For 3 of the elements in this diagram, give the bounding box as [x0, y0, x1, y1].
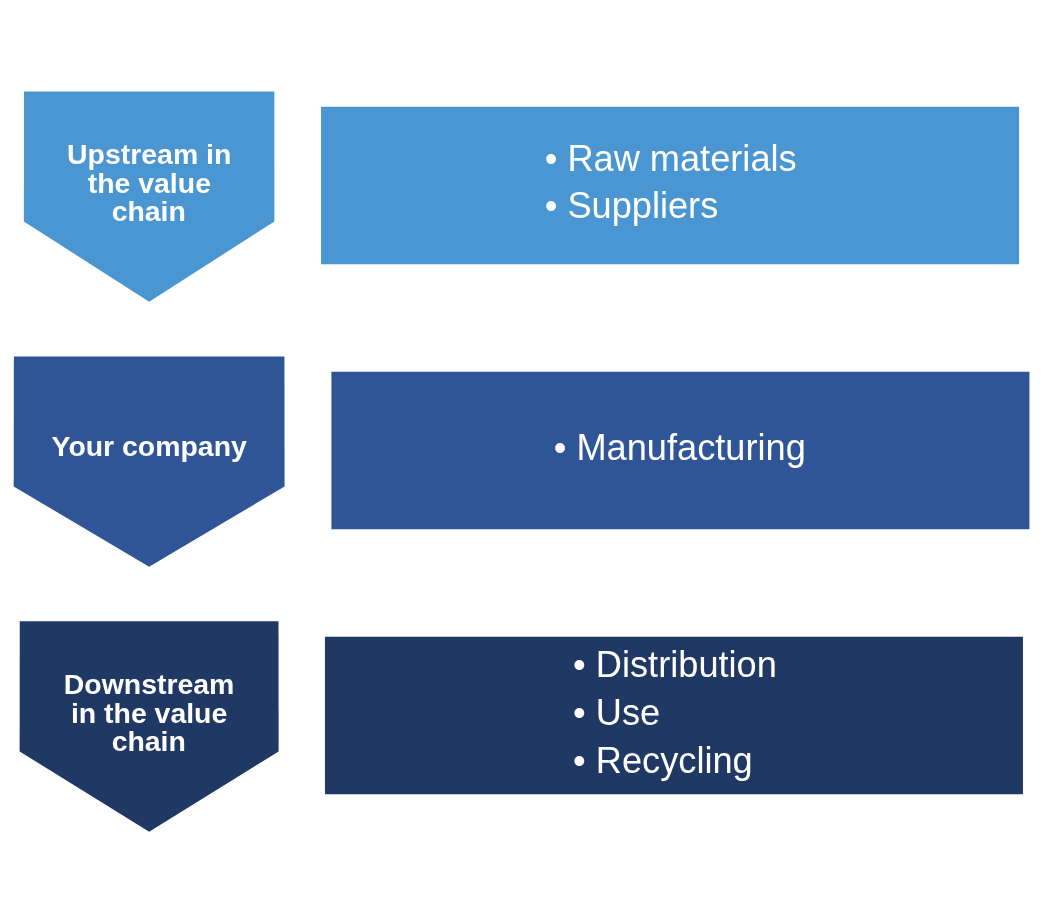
node-box: • Manufacturing [331, 371, 1030, 530]
node-box: • Distribution • Use • Recycling [324, 636, 1023, 795]
node-box: • Raw materials • Suppliers [321, 106, 1020, 265]
